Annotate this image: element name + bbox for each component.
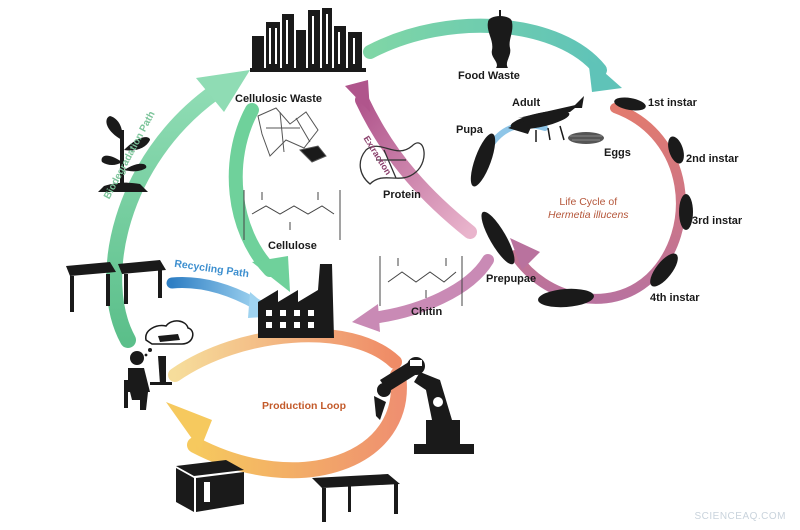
chitin-arrow: [366, 254, 494, 324]
fly-icon: [508, 96, 584, 142]
apple-core-icon: [487, 10, 513, 68]
cellulose-down-arrow: [228, 103, 277, 277]
top-green-arrow: [363, 18, 607, 77]
recycling-arrow: [166, 277, 264, 311]
watermark: SCIENCEAQ.COM: [694, 511, 786, 522]
food-waste-label: Food Waste: [458, 70, 520, 82]
biodegradation-arrow: [106, 84, 223, 348]
life-cycle-title-line1: Life Cycle of: [559, 196, 618, 208]
larva-icon: [470, 97, 693, 308]
cellulosic-waste-label: Cellulosic Waste: [235, 93, 323, 105]
protein-arrowhead: [345, 80, 370, 112]
robot-arm-icon: [374, 357, 474, 454]
prepupae-label: Prepupae: [486, 273, 537, 285]
production-arrowhead: [166, 402, 212, 450]
protein-label: Protein: [383, 189, 421, 201]
instar-1-label: 1st instar: [648, 97, 697, 109]
table-icon: [312, 474, 400, 522]
pupa-label: Pupa: [456, 124, 483, 136]
broken-table-icon: [66, 260, 166, 312]
cellulosic-waste-structure-icon: [257, 107, 327, 163]
instar-2-label: 2nd instar: [686, 153, 739, 165]
factory-icon: [258, 264, 334, 338]
city-icon: [250, 8, 366, 72]
box-icon: [176, 460, 244, 512]
production-loop-label: Production Loop: [262, 400, 346, 412]
protein-structure-icon: [359, 142, 425, 185]
chitin-arrowhead: [352, 304, 380, 332]
life-cycle-arrowhead: [510, 238, 540, 270]
production-bottom-arrow: [187, 367, 407, 479]
protein-arrow: [355, 93, 477, 239]
life-cycle-title: Life Cycle of Hermetia illucens: [548, 196, 629, 222]
life-cycle-ring: [510, 103, 686, 304]
cellulose-down-arrowhead: [252, 256, 290, 292]
chitin-structure-icon: [379, 256, 463, 306]
cellulose-label: Cellulose: [268, 240, 317, 252]
instar-4-label: 4th instar: [650, 292, 700, 304]
production-top-arrow: [168, 328, 402, 382]
chitin-label: Chitin: [411, 306, 443, 318]
eggs-label: Eggs: [604, 147, 631, 159]
eggs-icon: [568, 132, 604, 144]
top-green-arrowhead: [588, 58, 622, 92]
adult-label: Adult: [512, 97, 541, 109]
life-cycle-title-line2: Hermetia illucens: [548, 209, 629, 221]
biodegradation-arrowhead: [196, 70, 250, 112]
plant-icon: [98, 116, 150, 192]
instar-3-label: 3rd instar: [692, 215, 743, 227]
person-thinking-icon: [124, 320, 194, 410]
cellulose-structure-icon: [243, 190, 341, 240]
